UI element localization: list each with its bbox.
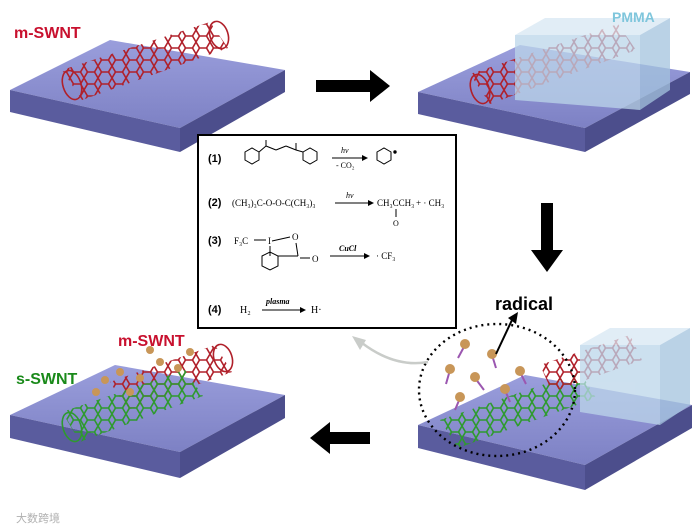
pmma-block-top [515, 18, 670, 110]
substrate-top-right-front [418, 92, 585, 152]
panel-top-left [10, 20, 285, 152]
reaction-2-product-1-sub: O [393, 219, 399, 228]
reaction-3-ring-o: O [292, 232, 299, 242]
arrow-down [531, 203, 563, 272]
substrate-top-left-front [10, 90, 180, 152]
reaction-2-product-2: + · CH₃ [416, 198, 444, 208]
radical-particle [470, 372, 485, 391]
reaction-2-reactant: (CH₃)₃C-O-O-C(CH₃)₃ [232, 198, 316, 208]
radical-particle [487, 349, 497, 369]
reaction-2-arrowhead [368, 200, 374, 206]
reaction-2-product-1: CH₃CCH₃ [377, 198, 414, 208]
reaction-1-arrowhead [362, 155, 368, 161]
radical-particle [457, 339, 470, 359]
curved-arrow [361, 342, 429, 365]
reaction-4-number: (4) [208, 304, 222, 316]
reaction-4-cond-top: plasma [265, 297, 290, 306]
reaction-2-number: (2) [208, 197, 222, 209]
s-swnt-tube-bottom-left [61, 370, 203, 443]
reaction-3-number: (3) [208, 235, 222, 247]
reaction-4-arrowhead [300, 307, 306, 313]
reaction-3-cond-top: CuCl [339, 244, 357, 253]
curved-arrow-head [352, 336, 366, 350]
radical-particle [454, 392, 465, 411]
attached-groups [92, 346, 194, 396]
radical-label: radical [495, 294, 553, 314]
reaction-1-number: (1) [208, 153, 222, 165]
panel-bottom-left: m-SWNT s-SWNT [10, 333, 285, 478]
substrate-bottom-left-front [10, 415, 180, 478]
watermark: 大数跨境 [16, 511, 60, 525]
reaction-3-product: · CF₃ [376, 251, 395, 261]
pmma-block-bottom [580, 328, 690, 425]
reaction-4-product: H· [311, 305, 322, 316]
arrow-left [310, 422, 370, 454]
reaction-2-cond-top: hv [346, 191, 354, 200]
arrow-right [316, 70, 390, 102]
s-swnt-label: s-SWNT [16, 371, 78, 388]
radical-particle [445, 364, 455, 385]
radical-pointer-head [508, 312, 518, 324]
substrate-bottom-left-side [180, 395, 285, 478]
radical-particle [500, 384, 511, 403]
reaction-4-reactant: H₂ [240, 305, 251, 316]
m-swnt-label-top: m-SWNT [14, 25, 81, 42]
reaction-3-iodine: I [268, 236, 271, 246]
reaction-3-carbonyl-o: O [312, 254, 319, 264]
reaction-1-cond-top: hv [341, 146, 349, 155]
panel-bottom-right: radical [417, 294, 692, 490]
benzoyl-peroxide-structure [244, 140, 318, 165]
radical-particle [515, 366, 527, 385]
reaction-3-arrowhead [364, 253, 370, 259]
phenyl-radical-structure [376, 147, 397, 165]
panel-top-right [418, 18, 690, 152]
substrate-bottom-right-side [585, 405, 692, 490]
reaction-1-cond-bottom: - CO₂ [336, 161, 355, 170]
togni-reagent-structure [254, 236, 310, 271]
radical-pointer-line [495, 319, 513, 355]
substrate-top-left-side [180, 70, 285, 152]
reaction-3-f3c: F₃C [234, 236, 248, 246]
radical-zone-outline [417, 322, 577, 458]
m-swnt-label-bottom: m-SWNT [118, 333, 185, 350]
s-swnt-tube-bottom-right [440, 372, 596, 448]
m-swnt-tube-top-left [61, 20, 230, 101]
reaction-box: (1) hv - CO₂ (2) (CH₃)₃C-O-O-C(CH₃)₃ hv … [197, 134, 457, 329]
substrate-top-left [10, 40, 285, 128]
pmma-label: PMMA [612, 9, 655, 25]
radical-particles [445, 339, 527, 411]
